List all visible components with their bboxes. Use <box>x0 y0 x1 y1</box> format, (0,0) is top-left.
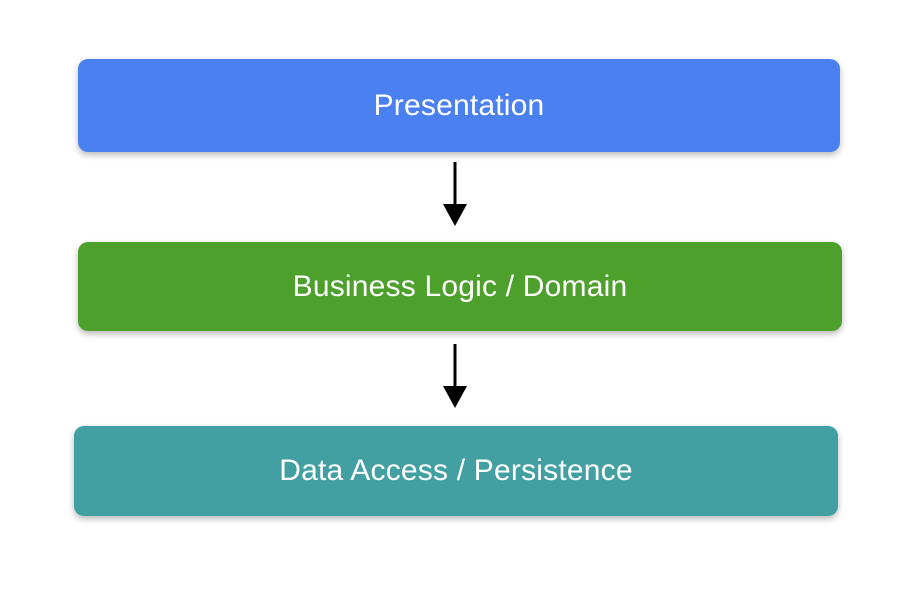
layer-box-business-logic[interactable]: Business Logic / Domain <box>78 242 842 331</box>
arrow-down-icon-business-to-data <box>435 342 475 412</box>
layer-label-data-access: Data Access / Persistence <box>279 454 633 487</box>
layer-box-presentation[interactable]: Presentation <box>78 59 840 152</box>
layer-box-data-access[interactable]: Data Access / Persistence <box>74 426 838 516</box>
arrow-down-icon-presentation-to-business <box>435 160 475 230</box>
layer-label-presentation: Presentation <box>373 88 545 122</box>
layer-label-business-logic: Business Logic / Domain <box>292 269 628 303</box>
